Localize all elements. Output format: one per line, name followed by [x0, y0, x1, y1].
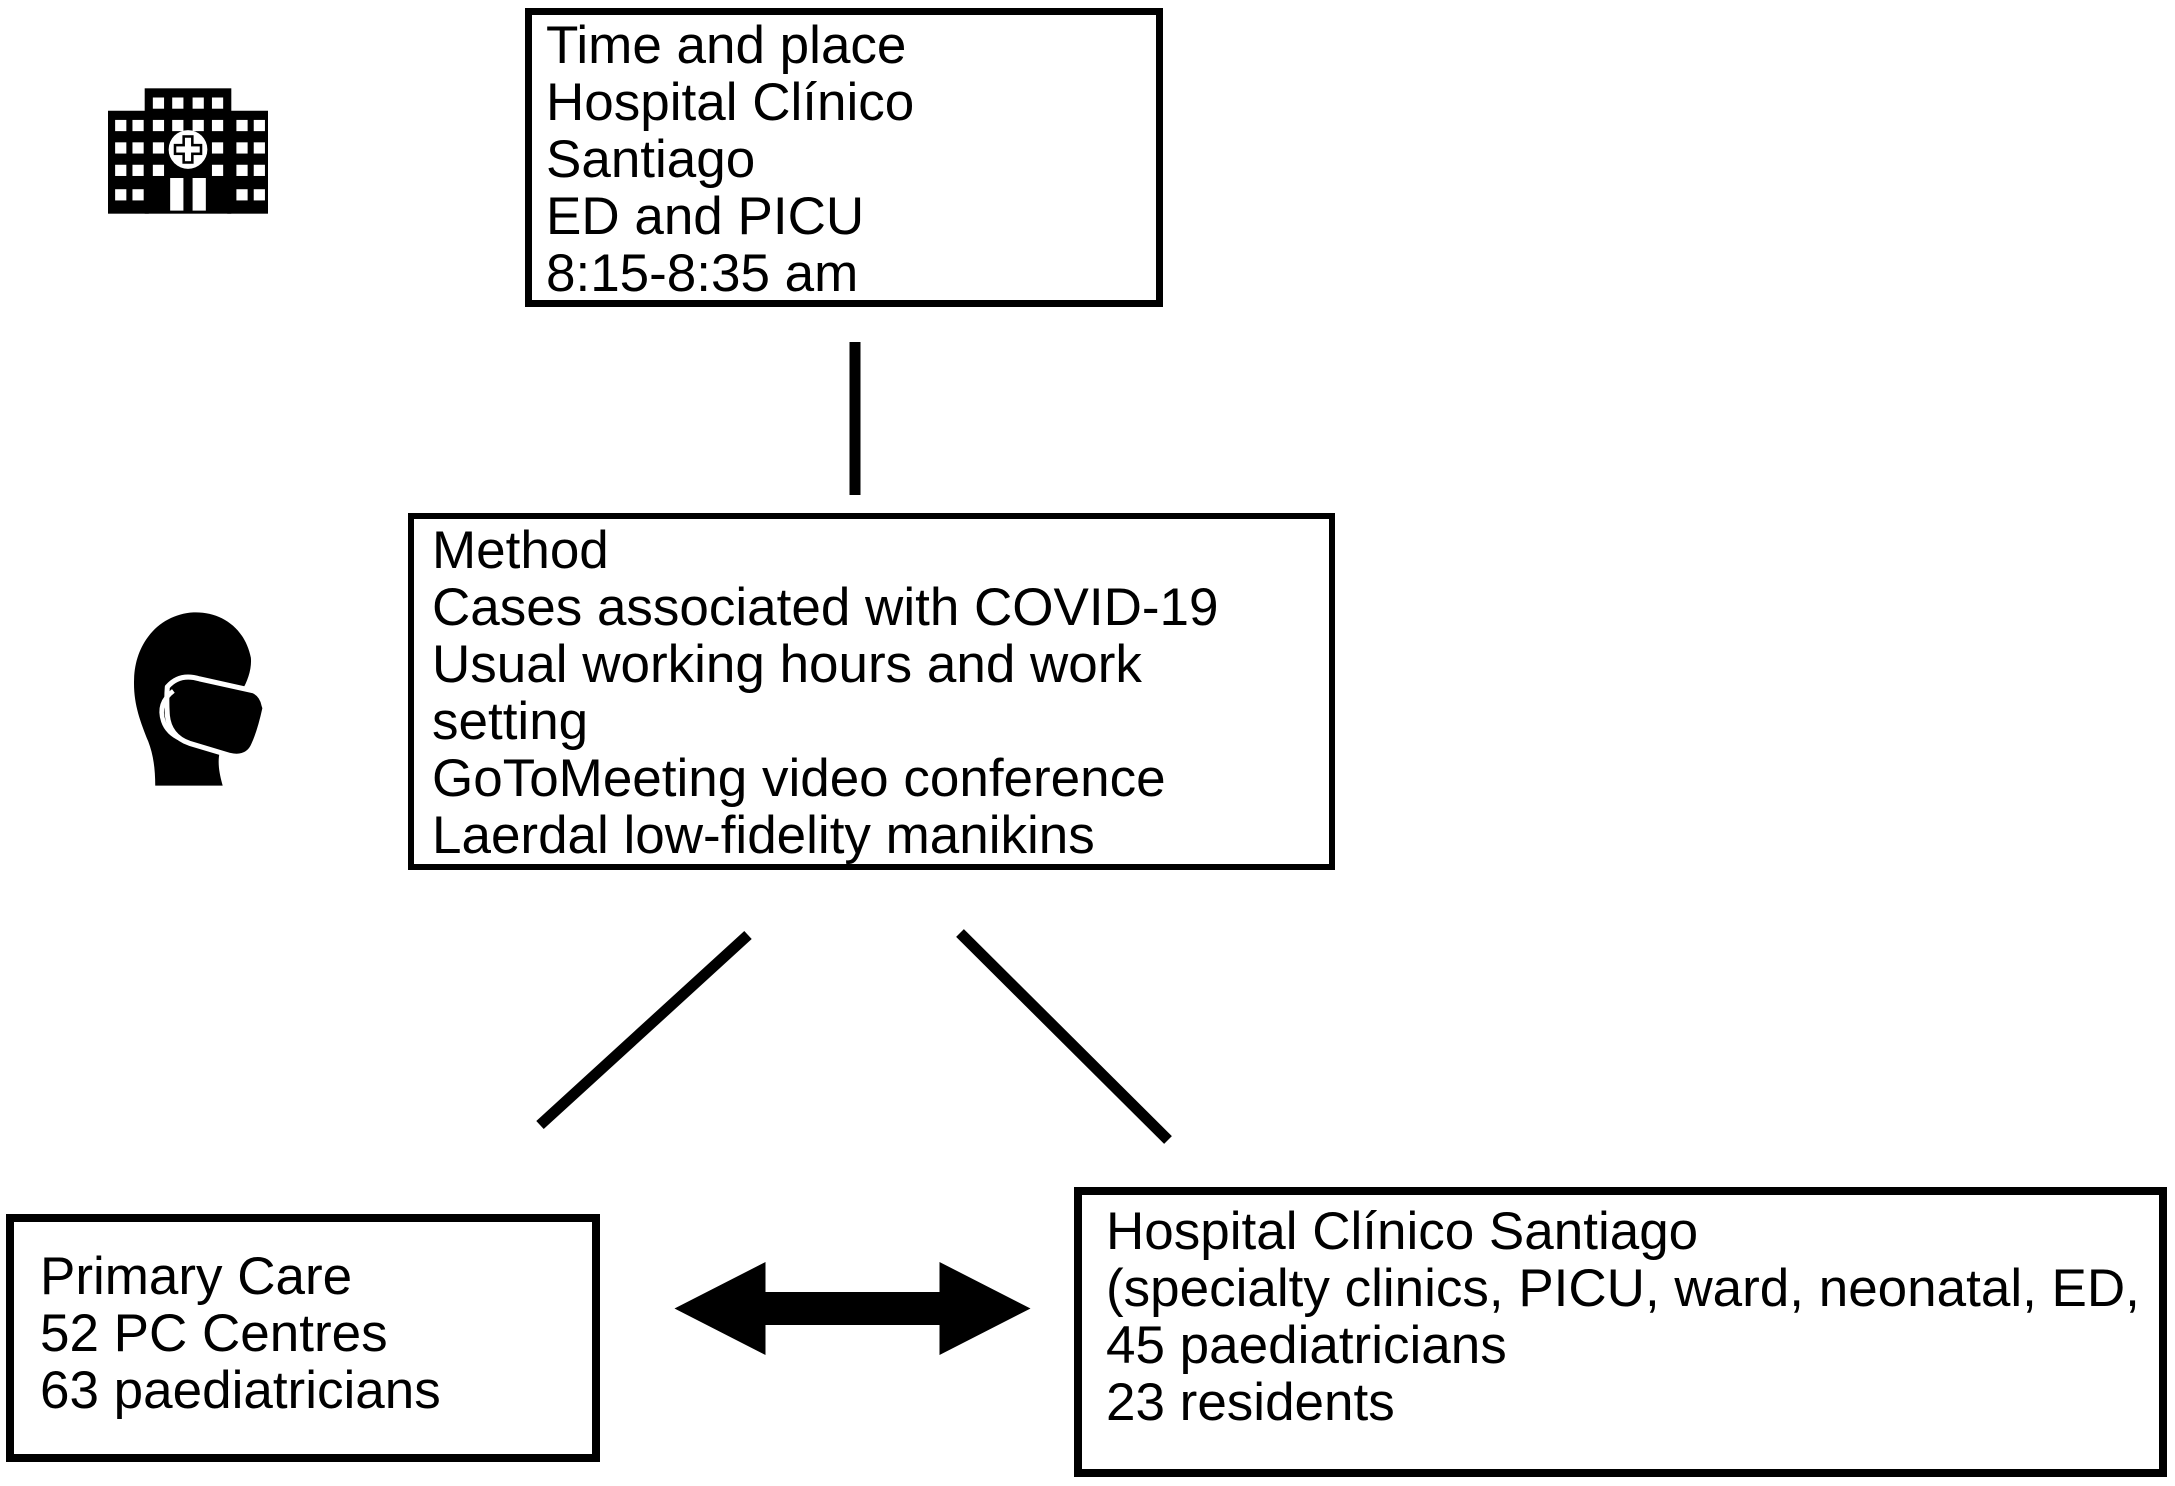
hospital-line: 23 residents: [1106, 1373, 1395, 1432]
hospital-line: (specialty clinics, PICU, ward, neonatal…: [1106, 1259, 2140, 1318]
time-and-place-box: Time and place Hospital Clínico Santiago…: [525, 8, 1163, 307]
double-headed-arrow-icon: [674, 1262, 1031, 1355]
person-face-mask-icon: [133, 612, 268, 786]
method-line: Method: [432, 521, 609, 580]
hospital-line: 45 paediatricians: [1106, 1316, 1507, 1375]
method-box: Method Cases associated with COVID-19 Us…: [408, 513, 1335, 870]
hospital-line: Hospital Clínico Santiago: [1106, 1202, 1699, 1261]
method-line: Usual working hours and work: [432, 635, 1142, 694]
face-mask-shape: [164, 674, 268, 759]
primary-care-line: 52 PC Centres: [40, 1304, 388, 1363]
time-place-line: ED and PICU: [546, 187, 865, 246]
primary-care-line: 63 paediatricians: [40, 1361, 441, 1420]
time-place-line: Time and place: [546, 16, 907, 75]
primary-care-line: Primary Care: [40, 1247, 353, 1306]
hospital-santiago-box: Hospital Clínico Santiago (specialty cli…: [1074, 1187, 2167, 1477]
time-place-line: Hospital Clínico: [546, 73, 915, 132]
time-place-line: Santiago: [546, 130, 756, 189]
method-line: GoToMeeting video conference: [432, 749, 1166, 808]
connector-method-to-hospital: [956, 929, 1172, 1144]
connector-method-to-primary-care: [536, 930, 752, 1130]
hospital-building-icon: [108, 88, 268, 214]
time-place-line: 8:15-8:35 am: [546, 244, 859, 303]
primary-care-box: Primary Care 52 PC Centres 63 paediatric…: [6, 1214, 600, 1462]
method-line: Laerdal low-fidelity manikins: [432, 806, 1095, 865]
method-line: Cases associated with COVID-19: [432, 578, 1219, 637]
method-line: setting: [432, 692, 589, 751]
mask-strap: [159, 689, 183, 742]
